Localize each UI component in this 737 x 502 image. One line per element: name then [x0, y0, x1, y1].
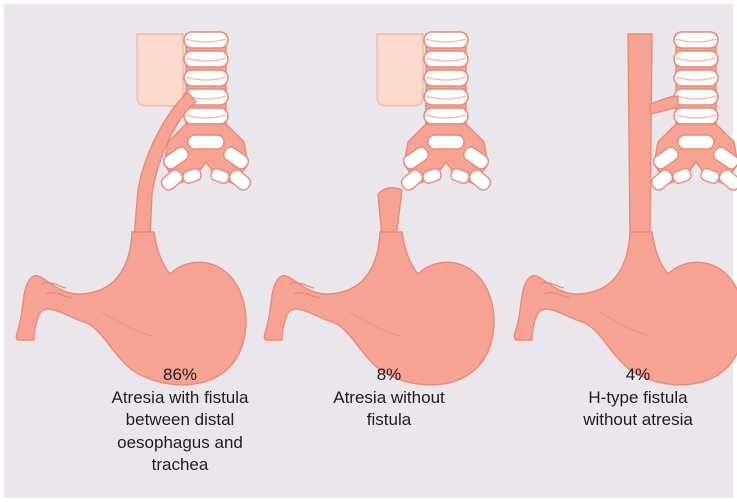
- caption-atresia-without-fistula: 8% Atresia without fistula: [284, 364, 494, 432]
- caption-h-type-fistula: 4% H-type fistula without atresia: [533, 364, 737, 432]
- percent-label: 4%: [533, 364, 737, 387]
- caption-line: oesophagus and: [75, 432, 285, 455]
- continuous-oesophagus: [628, 34, 652, 238]
- upper-oesophageal-pouch: [137, 34, 183, 106]
- caption-line: H-type fistula: [533, 387, 737, 410]
- caption-atresia-with-fistula: 86% Atresia with fistula between distal …: [75, 364, 285, 477]
- stomach: [514, 232, 737, 385]
- caption-line: Atresia without: [284, 387, 494, 410]
- stomach: [264, 232, 494, 385]
- stomach: [16, 232, 246, 385]
- caption-line: Atresia with fistula: [75, 387, 285, 410]
- percent-label: 86%: [75, 364, 285, 387]
- upper-oesophageal-pouch: [377, 34, 423, 106]
- percent-label: 8%: [284, 364, 494, 387]
- caption-line: fistula: [284, 409, 494, 432]
- caption-line: trachea: [75, 454, 285, 477]
- diagram-atresia-without-fistula: [264, 32, 494, 385]
- caption-line: without atresia: [533, 409, 737, 432]
- diagram-h-type-fistula: [514, 32, 737, 385]
- caption-line: between distal: [75, 409, 285, 432]
- blind-distal-oesophagus: [378, 188, 402, 238]
- diagram-atresia-with-fistula: [16, 32, 253, 385]
- h-type-fistula: [650, 96, 678, 114]
- trachea: [649, 32, 737, 192]
